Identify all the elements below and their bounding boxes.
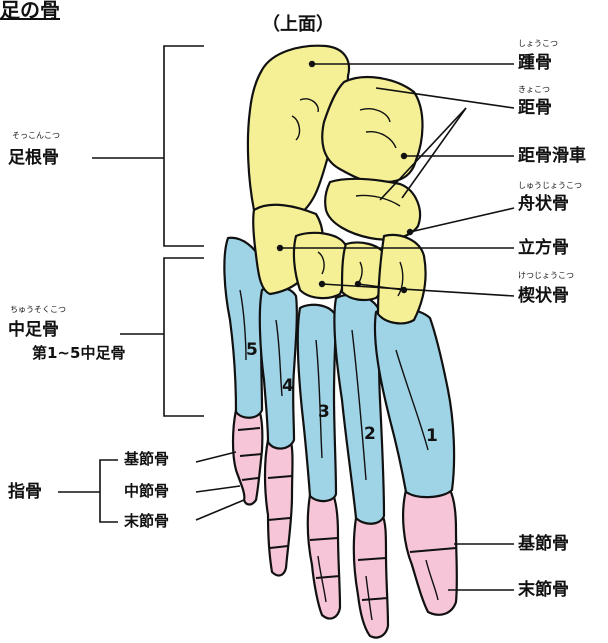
cuneiform-lateral xyxy=(294,233,347,298)
digit-label-4: 4 xyxy=(282,378,294,395)
label-right-proximal: 基節骨 xyxy=(518,536,569,553)
calcaneus-ruby: しょうこつ xyxy=(518,40,558,48)
metatarsal-3 xyxy=(298,305,336,501)
navicular xyxy=(325,179,420,240)
digit-label-2: 2 xyxy=(364,426,376,443)
toe3-phalanx xyxy=(308,492,340,619)
label-cuboid: 立方骨 xyxy=(518,240,569,257)
digit-label-3: 3 xyxy=(318,404,330,421)
label-navicular: 舟状骨 xyxy=(518,196,569,213)
label-left-proximal: 基節骨 xyxy=(124,452,169,467)
metatarsal-1 xyxy=(375,308,454,497)
metatarsal-4 xyxy=(260,287,297,449)
label-right-distal: 末節骨 xyxy=(518,582,569,599)
digit-label-5: 5 xyxy=(246,342,258,359)
label-tarsal: 足根骨 xyxy=(8,150,59,167)
toe4-phalanx xyxy=(265,438,293,575)
tarsal-ruby: そっこんこつ xyxy=(12,132,60,140)
label-metatarsal-sub: 第1~5中足骨 xyxy=(32,346,125,361)
view-label: （上面） xyxy=(262,10,334,36)
digit-label-1: 1 xyxy=(426,428,438,445)
label-talus: 距骨 xyxy=(518,100,552,117)
label-calcaneus: 踵骨 xyxy=(518,55,552,72)
label-trochlea: 距骨滑車 xyxy=(518,148,586,165)
label-phalanges: 指骨 xyxy=(8,484,42,501)
page-title: 足の骨 xyxy=(0,0,60,23)
label-cuneiform: 楔状骨 xyxy=(518,288,569,305)
navicular-ruby: しゅうじょうこつ xyxy=(518,182,582,190)
label-left-middle: 中節骨 xyxy=(124,484,169,499)
metatarsal-ruby: ちゅうそくこつ xyxy=(10,306,66,314)
tarsals-group xyxy=(248,46,426,324)
label-left-distal: 末節骨 xyxy=(124,514,169,529)
cuneiform-ruby: けつじょうこつ xyxy=(518,272,574,280)
toe2-phalanx xyxy=(354,514,388,638)
label-metatarsal: 中足骨 xyxy=(8,322,59,339)
talus-ruby: きょこつ xyxy=(518,86,550,94)
